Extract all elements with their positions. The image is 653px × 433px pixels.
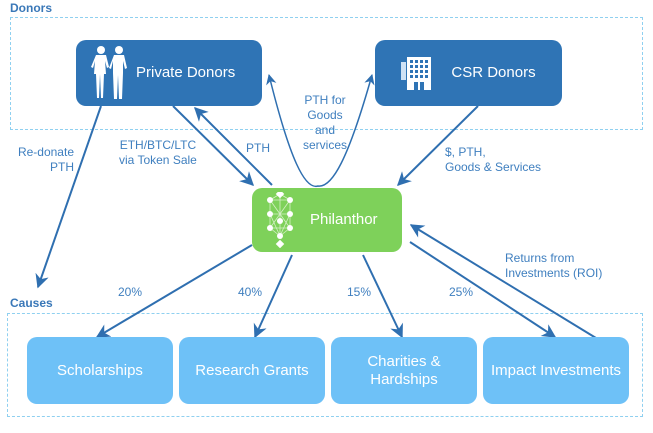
edge-token-sale	[172, 105, 254, 186]
donors-section-label: Donors	[10, 1, 52, 15]
research-grants-node[interactable]: Research Grants	[179, 337, 325, 404]
charities-percent-label: 15%	[347, 285, 372, 299]
pth-goods-line-4: services	[302, 138, 347, 152]
impact-investments-label: Impact Investments	[490, 361, 622, 379]
redonate-label: Re-donate PTH	[16, 145, 74, 175]
impact-percent-label: 25%	[449, 285, 474, 299]
building-icon	[401, 57, 432, 90]
causes-section-label: Causes	[10, 296, 53, 310]
edge-hub-to-impact	[409, 241, 557, 338]
edge-roi	[409, 224, 597, 339]
pth-goods-line-1: PTH for	[304, 93, 346, 107]
causes-group	[7, 313, 643, 417]
redonate-line-1: Re-donate	[17, 145, 74, 159]
impact-investments-node[interactable]: Impact Investments	[483, 337, 629, 404]
redonate-line-2: PTH	[50, 160, 74, 174]
people-icon	[91, 46, 127, 99]
token-sale-line-1: ETH/BTC/LTC	[119, 138, 197, 152]
pth-goods-line-2: Goods	[307, 108, 343, 122]
csr-donors-label: CSR Donors	[451, 64, 536, 81]
csr-to-hub-line-1: $, PTH,	[445, 145, 486, 159]
csr-to-hub-line-2: Goods & Services	[445, 160, 542, 174]
scholarships-percent-label: 20%	[118, 285, 143, 299]
scholarships-node[interactable]: Scholarships	[27, 337, 173, 404]
research-grants-label: Research Grants	[195, 361, 309, 379]
pth-goods-line-3: and	[314, 123, 336, 137]
pth-goods-label: PTH for Goods and services	[300, 93, 350, 153]
private-donors-label: Private Donors	[136, 64, 236, 81]
roi-label: Returns from Investments (ROI)	[505, 251, 602, 281]
roi-line-1: Returns from	[505, 251, 575, 265]
edge-hub-to-research	[253, 254, 293, 339]
pth-to-private-label: PTH	[246, 141, 270, 155]
csr-donors-node[interactable]: CSR Donors	[375, 40, 562, 106]
edge-pth-to-private	[194, 107, 273, 186]
private-donors-node[interactable]: Private Donors	[76, 40, 262, 106]
philanthor-node[interactable]: Philanthor	[252, 188, 402, 252]
donors-group	[10, 17, 643, 130]
charities-label: Charities & Hardships	[367, 352, 441, 388]
edge-hub-to-charities	[362, 254, 403, 339]
edge-hub-to-scholarships	[95, 244, 253, 338]
edge-redonate	[35, 105, 102, 289]
research-percent-label: 40%	[238, 285, 263, 299]
token-sale-line-2: via Token Sale	[119, 153, 197, 167]
edge-pth-goods	[266, 73, 375, 188]
roi-line-2: Investments (ROI)	[505, 266, 603, 280]
token-sale-label: ETH/BTC/LTC via Token Sale	[119, 138, 197, 168]
charities-node[interactable]: Charities & Hardships	[331, 337, 477, 404]
scholarships-label: Scholarships	[57, 361, 143, 379]
philanthor-label: Philanthor	[310, 211, 378, 228]
network-icon	[267, 192, 293, 248]
csr-to-hub-label: $, PTH, Goods & Services	[445, 145, 541, 175]
edge-csr-to-hub	[397, 105, 479, 186]
